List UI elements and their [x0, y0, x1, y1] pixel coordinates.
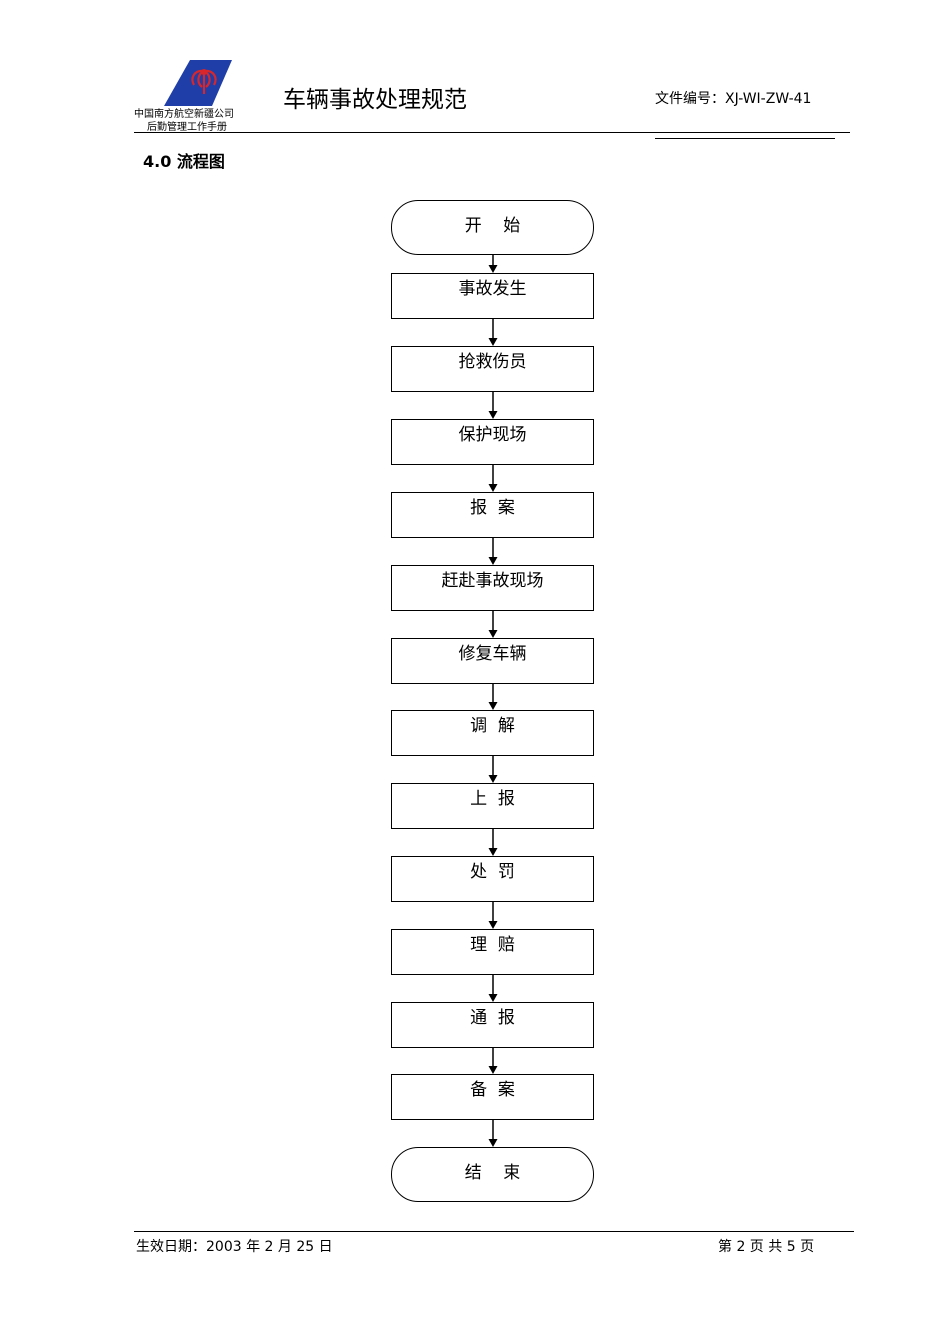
flow-arrow	[488, 255, 498, 273]
flow-node-label: 备 案	[470, 1080, 515, 1100]
flow-arrow	[488, 829, 498, 856]
flow-node-label: 开 始	[464, 216, 521, 236]
flow-process-node: 调 解	[391, 710, 594, 756]
flow-process-node: 通 报	[391, 1002, 594, 1048]
flow-process-node: 保护现场	[391, 419, 594, 465]
flow-arrow	[488, 684, 498, 710]
flow-node-label: 结 束	[464, 1163, 521, 1183]
flow-process-node: 报 案	[391, 492, 594, 538]
flow-arrow	[488, 319, 498, 346]
flow-node-label: 上 报	[470, 789, 515, 809]
flow-process-node: 备 案	[391, 1074, 594, 1120]
footer-divider	[134, 1231, 854, 1232]
flow-process-node: 处 罚	[391, 856, 594, 902]
flow-process-node: 赶赴事故现场	[391, 565, 594, 611]
effective-date: 生效日期：2003 年 2 月 25 日	[136, 1239, 333, 1255]
flow-arrow	[488, 538, 498, 565]
flow-terminal-node: 开 始	[391, 200, 594, 255]
flow-arrow	[488, 465, 498, 492]
flow-arrow	[488, 756, 498, 783]
flow-arrow	[488, 902, 498, 929]
document-title: 车辆事故处理规范	[283, 87, 467, 113]
flow-node-label: 修复车辆	[458, 644, 527, 664]
flow-process-node: 理 赔	[391, 929, 594, 975]
flow-node-label: 报 案	[470, 498, 515, 518]
doc-number-underline	[655, 138, 835, 139]
header-divider	[134, 132, 850, 133]
flow-node-label: 抢救伤员	[458, 352, 527, 372]
flow-process-node: 上 报	[391, 783, 594, 829]
flow-arrow	[488, 392, 498, 419]
flow-node-label: 调 解	[470, 716, 515, 736]
document-number: 文件编号：XJ-WI-ZW-41	[655, 91, 812, 107]
flow-process-node: 事故发生	[391, 273, 594, 319]
page-info: 第 2 页 共 5 页	[718, 1239, 815, 1255]
company-name: 中国南方航空新疆公司	[134, 109, 234, 120]
flow-process-node: 抢救伤员	[391, 346, 594, 392]
flow-node-label: 处 罚	[470, 862, 515, 882]
section-heading: 4.0 流程图	[143, 152, 225, 171]
flow-node-label: 通 报	[470, 1008, 515, 1028]
flow-node-label: 赶赴事故现场	[441, 571, 544, 591]
china-southern-kapok-logo-icon	[164, 60, 232, 106]
flow-node-label: 理 赔	[470, 935, 515, 955]
flow-arrow	[488, 611, 498, 638]
flow-arrow	[488, 975, 498, 1002]
flow-node-label: 保护现场	[458, 425, 527, 445]
flow-terminal-node: 结 束	[391, 1147, 594, 1202]
flow-arrow	[488, 1048, 498, 1074]
manual-name: 后勤管理工作手册	[147, 122, 227, 133]
flow-node-label: 事故发生	[458, 279, 527, 299]
flow-arrow	[488, 1120, 498, 1147]
flow-process-node: 修复车辆	[391, 638, 594, 684]
